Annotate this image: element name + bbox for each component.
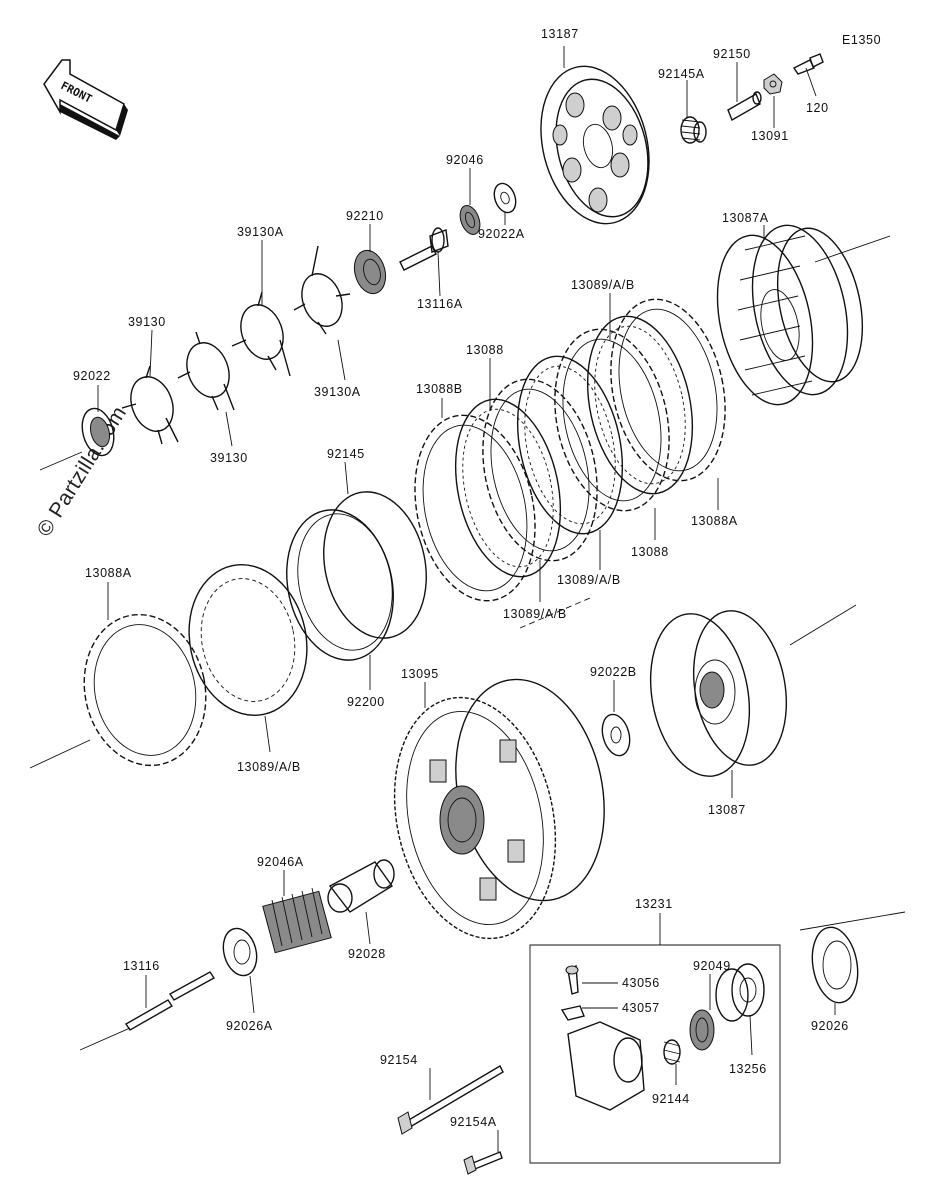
pressure-plate-13187 — [540, 65, 650, 225]
label-43057: 43057 — [622, 1001, 660, 1015]
plate-13088B — [414, 414, 536, 602]
label-39130A-top: 39130A — [237, 225, 284, 239]
pushrod-92150 — [727, 91, 762, 122]
gasket-92026 — [811, 926, 859, 1004]
label-39130-top: 39130 — [128, 315, 166, 329]
plate-13088A-left — [83, 613, 207, 767]
label-13231: 13231 — [635, 897, 673, 911]
label-92028: 92028 — [348, 947, 386, 961]
piston-13256 — [715, 963, 765, 1022]
part-labels: 13187 92150 92145A 120 13091 92046 92022… — [73, 27, 849, 1129]
label-43056: 43056 — [622, 976, 660, 990]
spring-92145A — [680, 116, 707, 144]
plate-13088-top — [482, 378, 598, 562]
lockplate-39130-bottom — [121, 365, 179, 445]
lockplate-39130A-bottom — [231, 291, 291, 377]
label-92145A: 92145A — [658, 67, 705, 81]
front-direction-arrow-icon: FRONT — [43, 59, 128, 140]
lockplate-39130-top — [177, 331, 235, 411]
spring-92200 — [286, 509, 394, 661]
label-13089AB-top: 13089/A/B — [571, 278, 635, 292]
clutch-housing-13095 — [393, 678, 605, 940]
label-13088A-left: 13088A — [85, 566, 132, 580]
label-13089AB-mid: 13089/A/B — [557, 573, 621, 587]
release-lever-13231 — [567, 1021, 645, 1111]
plate-13088A-right — [610, 298, 726, 482]
washer-92022A — [493, 182, 517, 214]
washer-92022B — [601, 713, 631, 757]
label-92049: 92049 — [693, 959, 731, 973]
label-13088-mid: 13088 — [631, 545, 669, 559]
bolt-92154A — [463, 1151, 503, 1175]
label-13087A: 13087A — [722, 211, 769, 225]
label-13256: 13256 — [729, 1062, 767, 1076]
ring-92145 — [323, 491, 427, 639]
label-13116A: 13116A — [417, 297, 463, 311]
diagram-code: E1350 — [842, 33, 881, 47]
washer-92022 — [81, 407, 115, 457]
label-92210: 92210 — [346, 209, 384, 223]
release-assembly-frame-13231 — [529, 944, 781, 1164]
bleeder-43056 — [565, 964, 579, 995]
label-92022A: 92022A — [478, 227, 525, 241]
label-92046A: 92046A — [257, 855, 304, 869]
label-92145: 92145 — [327, 447, 365, 461]
clutch-hub-13087 — [649, 610, 788, 777]
nut-13091 — [763, 73, 783, 95]
label-92026: 92026 — [811, 1019, 849, 1033]
clutch-hub-13087A — [716, 224, 864, 406]
plate-13089-left — [188, 563, 308, 717]
label-92022B: 92022B — [590, 665, 637, 679]
label-92154A: 92154A — [450, 1115, 497, 1129]
bolt-92154 — [397, 1065, 504, 1135]
label-120: 120 — [806, 101, 829, 115]
cap-43057 — [560, 1005, 585, 1021]
lockplate-39130A-top — [293, 245, 351, 335]
seal-92210 — [353, 249, 387, 295]
label-92144: 92144 — [652, 1092, 690, 1106]
label-13088-top: 13088 — [466, 343, 504, 357]
label-13091: 13091 — [751, 129, 789, 143]
plate-13088-mid — [554, 328, 670, 512]
label-92150: 92150 — [713, 47, 751, 61]
label-13088B: 13088B — [416, 382, 463, 396]
bolt-120 — [792, 53, 824, 75]
label-13187: 13187 — [541, 27, 579, 41]
plate-13089-top — [586, 315, 694, 495]
washer-92026A — [222, 927, 258, 977]
label-13088A-right: 13088A — [691, 514, 738, 528]
label-92154: 92154 — [380, 1053, 418, 1067]
assembly-axis-lines — [29, 235, 906, 1051]
plate-13089-low — [454, 398, 562, 578]
label-39130-bottom: 39130 — [210, 451, 248, 465]
label-92026A: 92026A — [226, 1019, 273, 1033]
label-92022: 92022 — [73, 369, 111, 383]
rod-13116A — [399, 227, 449, 271]
sleeve-92028 — [327, 859, 395, 913]
rod-13116 — [125, 971, 216, 1031]
label-92200: 92200 — [347, 695, 385, 709]
label-13095: 13095 — [401, 667, 439, 681]
label-13087: 13087 — [708, 803, 746, 817]
label-13089AB-low: 13089/A/B — [503, 607, 567, 621]
bearing-92046 — [459, 205, 481, 235]
spring-92144 — [663, 1039, 681, 1065]
label-13089AB-left: 13089/A/B — [237, 760, 301, 774]
label-39130A-bottom: 39130A — [314, 385, 361, 399]
leader-lines — [97, 46, 836, 1152]
bearing-92046A — [262, 887, 332, 954]
label-92046: 92046 — [446, 153, 484, 167]
seal-92049 — [689, 1009, 715, 1051]
label-13116: 13116 — [123, 959, 160, 973]
